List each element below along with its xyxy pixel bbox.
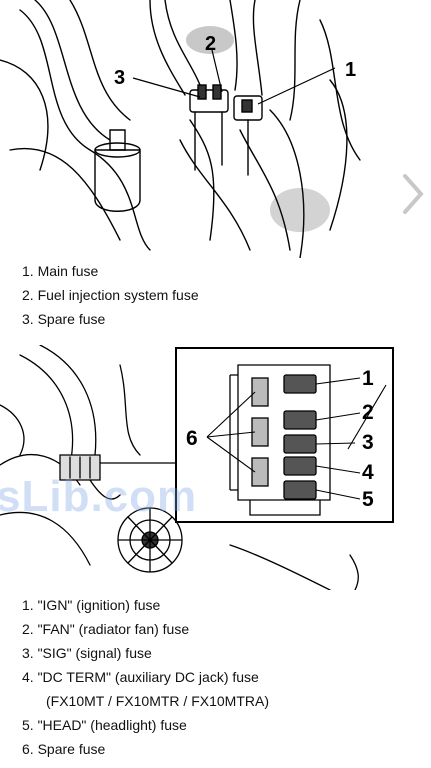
callout-2: 2: [205, 33, 216, 55]
list-item-continuation: (FX10MT / FX10MTR / FX10MTRA): [46, 693, 269, 709]
engine-bay-illustration: 1 2 3: [0, 0, 361, 258]
figure1-legend: 1. Main fuse 2. Fuel injection system fu…: [22, 259, 199, 331]
callout-5: 5: [362, 488, 374, 511]
figure2-legend: 1. "IGN" (ignition) fuse 2. "FAN" (radia…: [22, 593, 269, 761]
callout-6: 6: [186, 427, 198, 450]
list-item: 1. "IGN" (ignition) fuse: [22, 597, 161, 613]
chevron-right-icon[interactable]: [401, 172, 425, 216]
list-item: 4. "DC TERM" (auxiliary DC jack) fuse: [22, 669, 259, 685]
list-item: 2. "FAN" (radiator fan) fuse: [22, 621, 190, 637]
callout-1: 1: [362, 367, 374, 390]
callout-4: 4: [362, 461, 374, 484]
callout-3: 3: [362, 431, 374, 454]
list-item: 1. Main fuse: [22, 263, 99, 279]
list-item: 6. Spare fuse: [22, 741, 106, 757]
callout-1: 1: [345, 59, 356, 81]
list-item: 3. Spare fuse: [22, 311, 106, 327]
list-item: 3. "SIG" (signal) fuse: [22, 645, 152, 661]
callout-2: 2: [362, 401, 374, 424]
list-item: 5. "HEAD" (headlight) fuse: [22, 717, 187, 733]
callout-3: 3: [114, 67, 125, 89]
fuse-box-illustration: 1 2 3 4 5 6: [0, 345, 394, 590]
list-item: 2. Fuel injection system fuse: [22, 287, 199, 303]
